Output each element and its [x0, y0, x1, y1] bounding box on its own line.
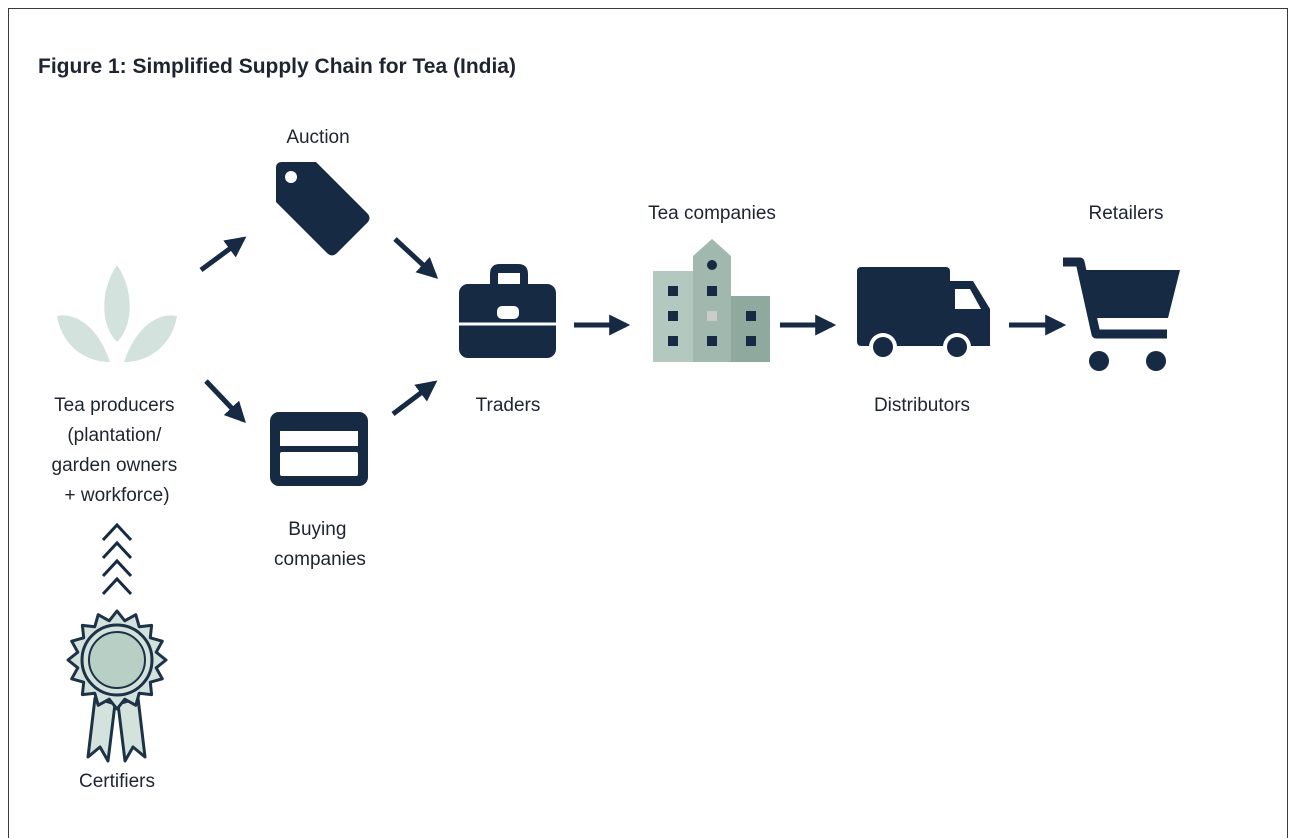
- certifiers-label: Certifiers: [79, 771, 155, 792]
- building-icon: [653, 239, 770, 362]
- award-ribbon-icon: [66, 609, 168, 763]
- tea-companies-label: Tea companies: [648, 203, 776, 224]
- flow-arrows: [199, 236, 1067, 424]
- truck-icon: [857, 267, 990, 361]
- leaf-icon: [57, 265, 177, 362]
- figure-title: Figure 1: Simplified Supply Chain for Te…: [38, 55, 516, 78]
- arrow-producers-to-auction: [199, 236, 247, 273]
- price-tag-icon: [276, 162, 370, 256]
- auction-label: Auction: [286, 127, 349, 148]
- traders-label: Traders: [476, 395, 541, 416]
- retailers-label: Retailers: [1089, 203, 1164, 224]
- distributors-label: Distributors: [874, 395, 970, 416]
- arrow-buying-to-traders: [391, 380, 438, 416]
- arrow-producers-to-buying: [204, 379, 246, 424]
- briefcase-icon: [459, 264, 556, 358]
- producers-label: Tea producers (plantation/ garden owners…: [52, 395, 183, 506]
- figure-frame: [8, 8, 1288, 838]
- arrow-auction-to-traders: [393, 237, 439, 279]
- card-icon: [270, 412, 368, 486]
- buying-companies-label: Buying companies: [274, 519, 366, 570]
- chevron-up-icon: [101, 522, 133, 596]
- shopping-cart-icon: [1063, 257, 1180, 371]
